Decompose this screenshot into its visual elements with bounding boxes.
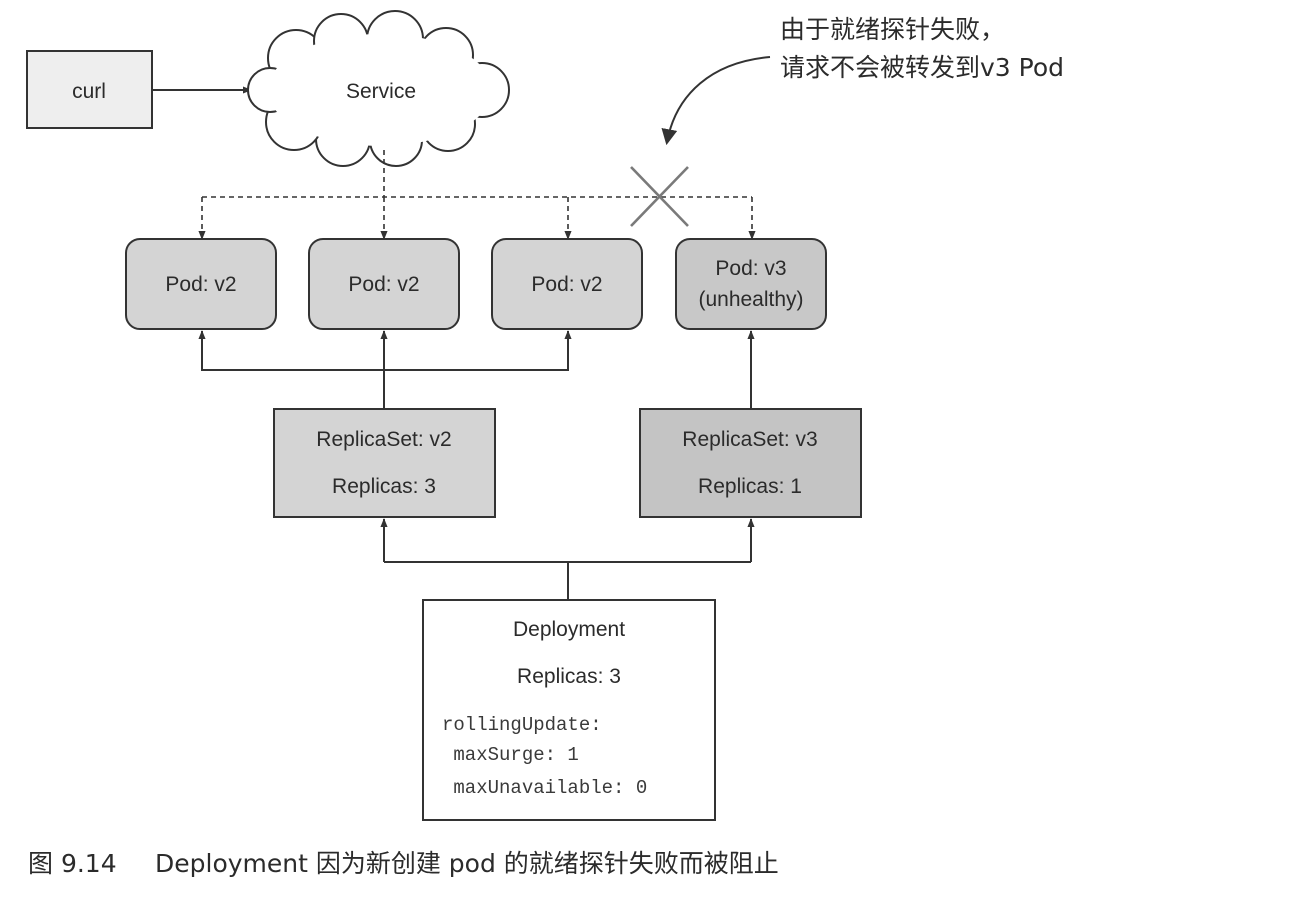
curl-node: curl	[26, 50, 153, 129]
pod-label: Pod: v2	[348, 273, 419, 296]
deployment-node: Deployment Replicas: 3 rollingUpdate: ma…	[422, 599, 716, 821]
service-routing-lines	[198, 150, 756, 240]
deployment-config-line: maxSurge: 1	[442, 744, 579, 766]
pod-4-unhealthy: Pod: v3 (unhealthy)	[675, 238, 827, 330]
figure-number: 图 9.14	[28, 849, 117, 878]
pod-box	[125, 238, 277, 330]
pod-label: Pod: v2	[165, 273, 236, 296]
pod-box	[675, 238, 827, 330]
deployment-box	[422, 599, 716, 821]
deployment-bracket	[384, 561, 751, 600]
replicaset-replicas: Replicas: 3	[332, 475, 436, 498]
pod-box	[308, 238, 460, 330]
pod-label: Pod: v2	[531, 273, 602, 296]
pod-box	[491, 238, 643, 330]
service-cloud-body	[268, 34, 492, 146]
deployment-replicaset-links	[380, 518, 755, 600]
figure-caption: 图 9.14 Deployment 因为新创建 pod 的就绪探针失败而被阻止	[28, 849, 779, 878]
replicaset-v2-pod-links	[198, 330, 572, 409]
pod-3: Pod: v2	[491, 238, 643, 330]
annotation-line: 由于就绪探针失败，	[780, 15, 1005, 44]
pod-2: Pod: v2	[308, 238, 460, 330]
replicaset-box	[273, 408, 496, 518]
replicaset-name: ReplicaSet: v3	[682, 428, 817, 451]
replicaset-replicas: Replicas: 1	[698, 475, 802, 498]
pod-label: Pod: v3	[715, 257, 786, 280]
pod-status-label: (unhealthy)	[698, 288, 803, 311]
figure-caption-text: Deployment 因为新创建 pod 的就绪探针失败而被阻止	[155, 849, 779, 878]
deployment-replicas: Replicas: 3	[517, 665, 621, 688]
readiness-annotation: 由于就绪探针失败， 请求不会被转发到v3 Pod	[661, 15, 1064, 146]
annotation-line: 请求不会被转发到v3 Pod	[780, 53, 1064, 82]
blocked-x-icon	[630, 166, 689, 227]
deployment-title: Deployment	[513, 618, 625, 641]
deployment-config-line: rollingUpdate:	[442, 714, 602, 736]
replicaset-name: ReplicaSet: v2	[316, 428, 451, 451]
pod-1: Pod: v2	[125, 238, 277, 330]
deployment-config-line: maxUnavailable: 0	[442, 777, 647, 799]
curl-box	[26, 50, 153, 129]
curl-label: curl	[72, 80, 106, 103]
replicaset-v3: ReplicaSet: v3 Replicas: 1	[639, 408, 862, 518]
annotation-arrow	[661, 56, 771, 146]
replicaset-v2: ReplicaSet: v2 Replicas: 3	[273, 408, 496, 518]
service-dash-trunk	[202, 150, 752, 198]
service-node: Service	[247, 10, 510, 167]
service-label: Service	[346, 80, 416, 103]
replicaset-box	[639, 408, 862, 518]
